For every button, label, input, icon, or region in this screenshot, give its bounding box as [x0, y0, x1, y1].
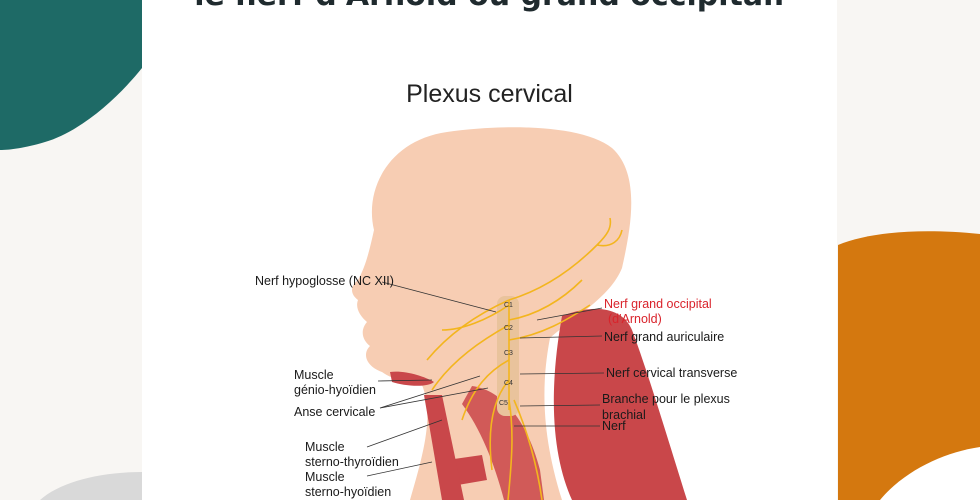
vertebra-c5: C5 [499, 400, 508, 407]
label-nerf: Nerf [602, 419, 626, 433]
vertebra-c4: C4 [504, 380, 513, 387]
label-great-auricular-nerve: Nerf grand auriculaire [604, 330, 724, 344]
label-transverse-cervical-nerve: Nerf cervical transverse [606, 366, 737, 380]
label-sternohyoid-line1: Muscle [305, 470, 345, 484]
label-ansa-cervicalis: Anse cervicale [294, 405, 375, 419]
grey-blob-left [40, 472, 142, 500]
content-card: le nerf d'Arnold ou grand occipital. Ple… [142, 0, 837, 500]
vertebra-c1: C1 [504, 302, 513, 309]
label-geniohyoid-line1: Muscle [294, 368, 334, 382]
label-hypoglossal-nerve: Nerf hypoglosse (NC XII) [255, 274, 394, 288]
label-greater-occipital-nerve-line2: (d'Arnold) [608, 312, 662, 326]
teal-blob [0, 0, 142, 150]
label-sternothyroid-line1: Muscle [305, 440, 345, 454]
label-sternothyroid-line2: sterno-thyroïdien [305, 455, 399, 469]
label-sternohyoid-line2: sterno-hyoïdien [305, 485, 391, 499]
vertebra-c2: C2 [504, 325, 513, 332]
cervical-plexus-illustration [142, 0, 837, 500]
label-geniohyoid-line2: génio-hyoïdien [294, 383, 376, 397]
label-greater-occipital-nerve-line1: Nerf grand occipital [604, 297, 712, 311]
vertebra-c3: C3 [504, 350, 513, 357]
label-brachial-branch-line1: Branche pour le plexus [602, 392, 730, 406]
